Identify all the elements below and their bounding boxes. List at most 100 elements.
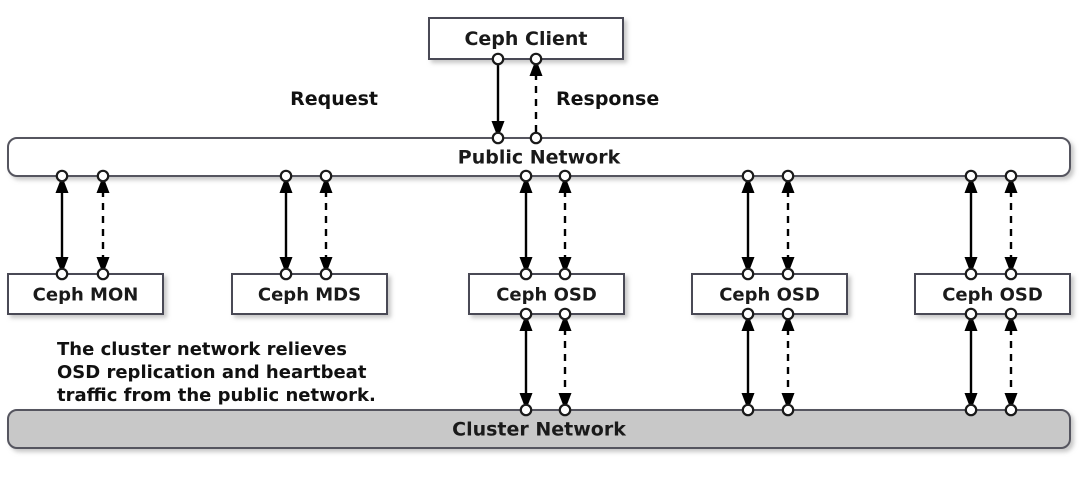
public-to-mds-port-top-dashed	[319, 169, 333, 183]
arrow-head-down	[558, 257, 572, 274]
ceph-osd-1-label: Ceph OSD	[496, 285, 597, 306]
node-ceph-client[interactable]: Ceph Client	[428, 17, 624, 60]
response-edge-label: Response	[556, 88, 659, 110]
public-to-osd2-port-top-solid	[741, 169, 755, 183]
osd2-to-cluster-port-bottom-dashed	[781, 403, 795, 417]
arrow-head-up	[781, 314, 795, 331]
public-to-osd2-port-bottom-dashed	[781, 267, 795, 281]
ports-layer	[55, 52, 1018, 417]
arrow-head-up	[519, 314, 533, 331]
arrow-head-up	[964, 176, 978, 193]
arrow-head-up	[529, 59, 543, 76]
public-to-osd3-port-bottom-dashed	[1004, 267, 1018, 281]
arrow-head-down	[741, 393, 755, 410]
public-to-osd3-port-top-dashed	[1004, 169, 1018, 183]
caption-line-1: The cluster network relieves	[57, 339, 347, 360]
arrow-head-down	[964, 393, 978, 410]
cluster-network-rect	[7, 409, 1071, 449]
edges-layer	[55, 59, 1018, 410]
ceph-osd-1-rect	[468, 273, 625, 315]
arrow-head-down	[781, 257, 795, 274]
osd3-to-cluster-port-bottom-solid	[964, 403, 978, 417]
ceph-mds-rect	[231, 273, 388, 315]
arrow-head-down	[558, 393, 572, 410]
node-ceph-mon[interactable]: Ceph MON	[7, 273, 164, 315]
public-to-osd1-port-top-dashed	[558, 169, 572, 183]
arrow-head-up	[741, 314, 755, 331]
public-to-osd1-port-bottom-dashed	[558, 267, 572, 281]
arrow-head-down	[491, 121, 505, 138]
client-to-public-port-bottom-solid	[491, 131, 505, 145]
ceph-client-label: Ceph Client	[464, 28, 587, 50]
public-to-osd3-port-top-solid	[964, 169, 978, 183]
ceph-osd-3-label: Ceph OSD	[942, 285, 1043, 306]
arrow-head-up	[558, 314, 572, 331]
arrow-head-down	[279, 257, 293, 274]
arrow-head-up	[964, 314, 978, 331]
arrow-head-down	[319, 257, 333, 274]
arrow-head-up	[1004, 176, 1018, 193]
arrow-head-down	[741, 257, 755, 274]
public-to-mds-port-bottom-dashed	[319, 267, 333, 281]
arrow-head-down	[96, 257, 110, 274]
arrow-head-up	[741, 176, 755, 193]
ceph-osd-2-rect	[691, 273, 848, 315]
public-network-bar[interactable]: Public Network	[7, 137, 1071, 177]
client-to-public-port-top-solid	[491, 52, 505, 66]
node-ceph-mds[interactable]: Ceph MDS	[231, 273, 388, 315]
client-to-public-port-top-dashed	[529, 52, 543, 66]
osd1-to-cluster-port-bottom-dashed	[558, 403, 572, 417]
osd1-to-cluster-port-top-dashed	[558, 307, 572, 321]
caption-line-2: OSD replication and heartbeat	[57, 362, 367, 383]
arrow-head-up	[558, 176, 572, 193]
osd2-to-cluster-port-top-solid	[741, 307, 755, 321]
node-ceph-osd-2[interactable]: Ceph OSD	[691, 273, 848, 315]
arrow-head-up	[781, 176, 795, 193]
arrow-head-up	[319, 176, 333, 193]
arrow-head-down	[964, 257, 978, 274]
node-ceph-osd-1[interactable]: Ceph OSD	[468, 273, 625, 315]
public-to-mds-port-bottom-solid	[279, 267, 293, 281]
osd2-to-cluster-port-top-dashed	[781, 307, 795, 321]
public-network-label: Public Network	[458, 147, 621, 169]
ceph-mds-label: Ceph MDS	[258, 285, 361, 306]
osd3-to-cluster-port-top-dashed	[1004, 307, 1018, 321]
public-to-mon-port-top-dashed	[96, 169, 110, 183]
osd1-to-cluster-port-top-solid	[519, 307, 533, 321]
cluster-network-bar[interactable]: Cluster Network	[7, 409, 1071, 449]
ceph-osd-3-rect	[914, 273, 1071, 315]
arrow-head-up	[55, 176, 69, 193]
client-to-public-port-bottom-dashed	[529, 131, 543, 145]
osd1-to-cluster-port-bottom-solid	[519, 403, 533, 417]
arrow-head-down	[55, 257, 69, 274]
public-to-osd2-port-top-dashed	[781, 169, 795, 183]
ceph-client-rect	[428, 17, 624, 60]
caption-line-3: traffic from the public network.	[57, 385, 376, 406]
arrow-head-down	[781, 393, 795, 410]
public-to-osd3-port-bottom-solid	[964, 267, 978, 281]
arrow-head-up	[279, 176, 293, 193]
arrow-head-down	[1004, 257, 1018, 274]
osd2-to-cluster-port-bottom-solid	[741, 403, 755, 417]
osd3-to-cluster-port-top-solid	[964, 307, 978, 321]
arrow-head-up	[96, 176, 110, 193]
osd3-to-cluster-port-bottom-dashed	[1004, 403, 1018, 417]
arrow-head-up	[1004, 314, 1018, 331]
public-to-osd2-port-bottom-solid	[741, 267, 755, 281]
ceph-mon-label: Ceph MON	[33, 285, 139, 306]
public-to-mon-port-bottom-solid	[55, 267, 69, 281]
arrow-head-down	[1004, 393, 1018, 410]
request-edge-label: Request	[290, 88, 378, 110]
cluster-network-label: Cluster Network	[452, 419, 626, 441]
public-to-osd1-port-bottom-solid	[519, 267, 533, 281]
node-ceph-osd-3[interactable]: Ceph OSD	[914, 273, 1071, 315]
arrow-head-down	[519, 393, 533, 410]
ceph-mon-rect	[7, 273, 164, 315]
cluster-network-caption: The cluster network relieves OSD replica…	[57, 339, 376, 406]
public-to-mds-port-top-solid	[279, 169, 293, 183]
public-to-osd1-port-top-solid	[519, 169, 533, 183]
public-to-mon-port-top-solid	[55, 169, 69, 183]
public-to-mon-port-bottom-dashed	[96, 267, 110, 281]
